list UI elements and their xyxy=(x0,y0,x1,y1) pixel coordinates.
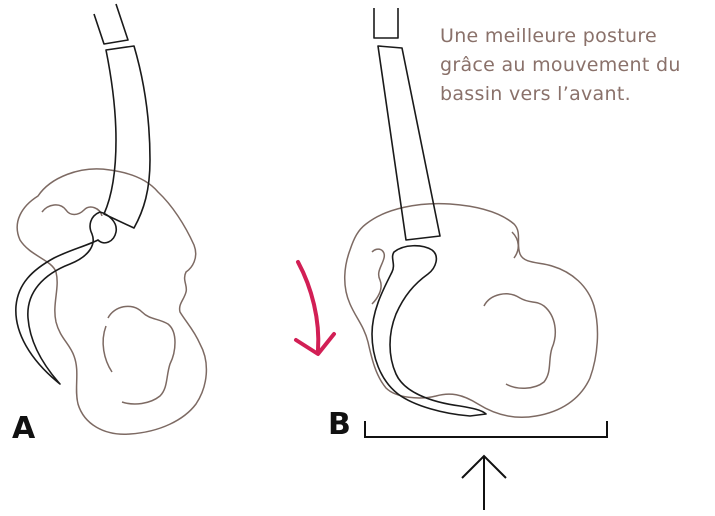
pelvis-b-inner-ridge xyxy=(512,232,518,258)
pelvis-b-inner-right xyxy=(484,294,555,388)
pelvis-a-inner-mid xyxy=(103,326,112,372)
caption-line-1: Une meilleure posture xyxy=(440,22,710,51)
caption-line-3: bassin vers l’avant. xyxy=(440,80,710,109)
pelvis-b-inner-left xyxy=(372,249,384,304)
spine-a-column xyxy=(104,46,150,228)
panel-a-label: A xyxy=(12,411,35,446)
forward-rotation-arrow xyxy=(298,262,318,350)
spine-b-column xyxy=(378,46,440,240)
caption-text: Une meilleure posture grâce au mouvement… xyxy=(440,22,710,109)
pelvis-a-inner-upper xyxy=(42,205,102,216)
support-bracket xyxy=(365,421,607,437)
panel-a xyxy=(16,4,207,434)
spine-b-upper-segment xyxy=(374,8,398,38)
spine-a-upper-segment xyxy=(94,4,128,44)
sacrum-a xyxy=(16,212,116,384)
forward-rotation-arrowhead xyxy=(296,334,334,354)
panel-b-label: B xyxy=(328,407,351,442)
pelvis-b-outline xyxy=(345,204,598,418)
caption-line-2: grâce au mouvement du xyxy=(440,51,710,80)
pelvis-a-inner-lower xyxy=(108,306,175,404)
